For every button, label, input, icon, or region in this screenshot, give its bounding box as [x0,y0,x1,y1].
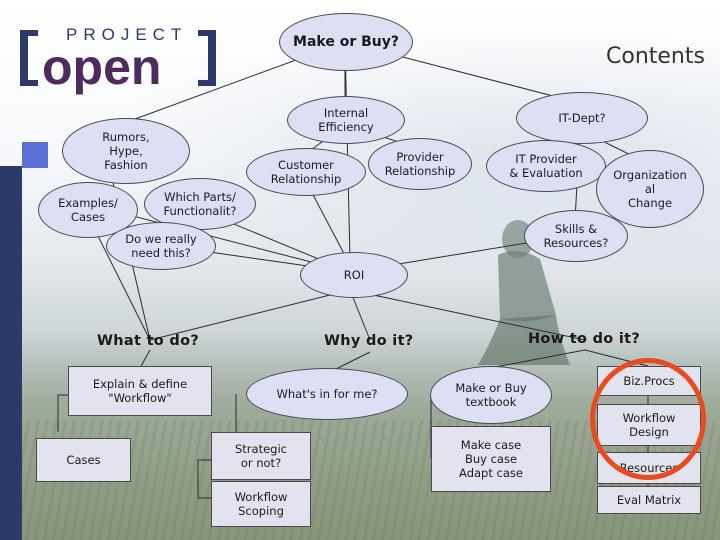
project-open-logo: PROJECT open [20,25,216,95]
link-roi-why [349,289,371,341]
node-rumors-hype-fashion: Rumors, Hype, Fashion [62,118,190,184]
link-roi-what [149,289,351,341]
box-explain-define-workflow: Explain & define "Workflow" [68,366,212,416]
node-do-we-need-this: Do we really need this? [106,222,216,270]
node-make-or-buy: Make or Buy? [279,13,413,71]
node-internal-efficiency: Internal Efficiency [287,96,405,144]
box-strategic-or-not: Strategic or not? [211,432,311,480]
highlight-circle [590,358,706,480]
node-provider-relationship: Provider Relationship [368,138,472,190]
header-what-to-do: What to do? [97,333,200,349]
link-examples-what [89,219,151,341]
node-make-or-buy-textbook: Make or Buy textbook [430,366,552,424]
logo-top-word: PROJECT [66,25,187,44]
slide-title: Contents [606,44,705,69]
link-explain-cases [57,394,68,432]
node-skills-resources: Skills & Resources? [524,210,628,262]
node-examples-cases: Examples/ Cases [38,182,138,238]
link-roi-how [349,289,586,341]
link-strategic-scoping [197,459,211,499]
node-it-dept: IT-Dept? [516,92,648,144]
person-silhouette-image [478,220,570,365]
node-organizational-change: Organization al Change [596,150,704,228]
link-makebuy-roi [344,41,351,261]
node-whats-in-for-me: What's in for me? [246,368,408,420]
node-roi: ROI [300,252,408,298]
box-make-buy-adapt-case: Make case Buy case Adapt case [431,426,551,492]
header-how-to-do-it: How to do it? [528,331,641,347]
logo-main-word: open [42,39,161,95]
node-customer-relationship: Customer Relationship [246,148,366,196]
link-how-textbook [489,349,586,369]
link-what-explain [139,349,151,369]
box-workflow-scoping: Workflow Scoping [211,481,311,527]
box-cases: Cases [36,438,131,482]
side-bar [0,166,22,540]
box-eval-matrix: Eval Matrix [597,486,701,514]
node-it-provider-evaluation: IT Provider & Evaluation [486,140,606,192]
header-why-do-it: Why do it? [324,333,414,349]
accent-square [22,142,48,168]
